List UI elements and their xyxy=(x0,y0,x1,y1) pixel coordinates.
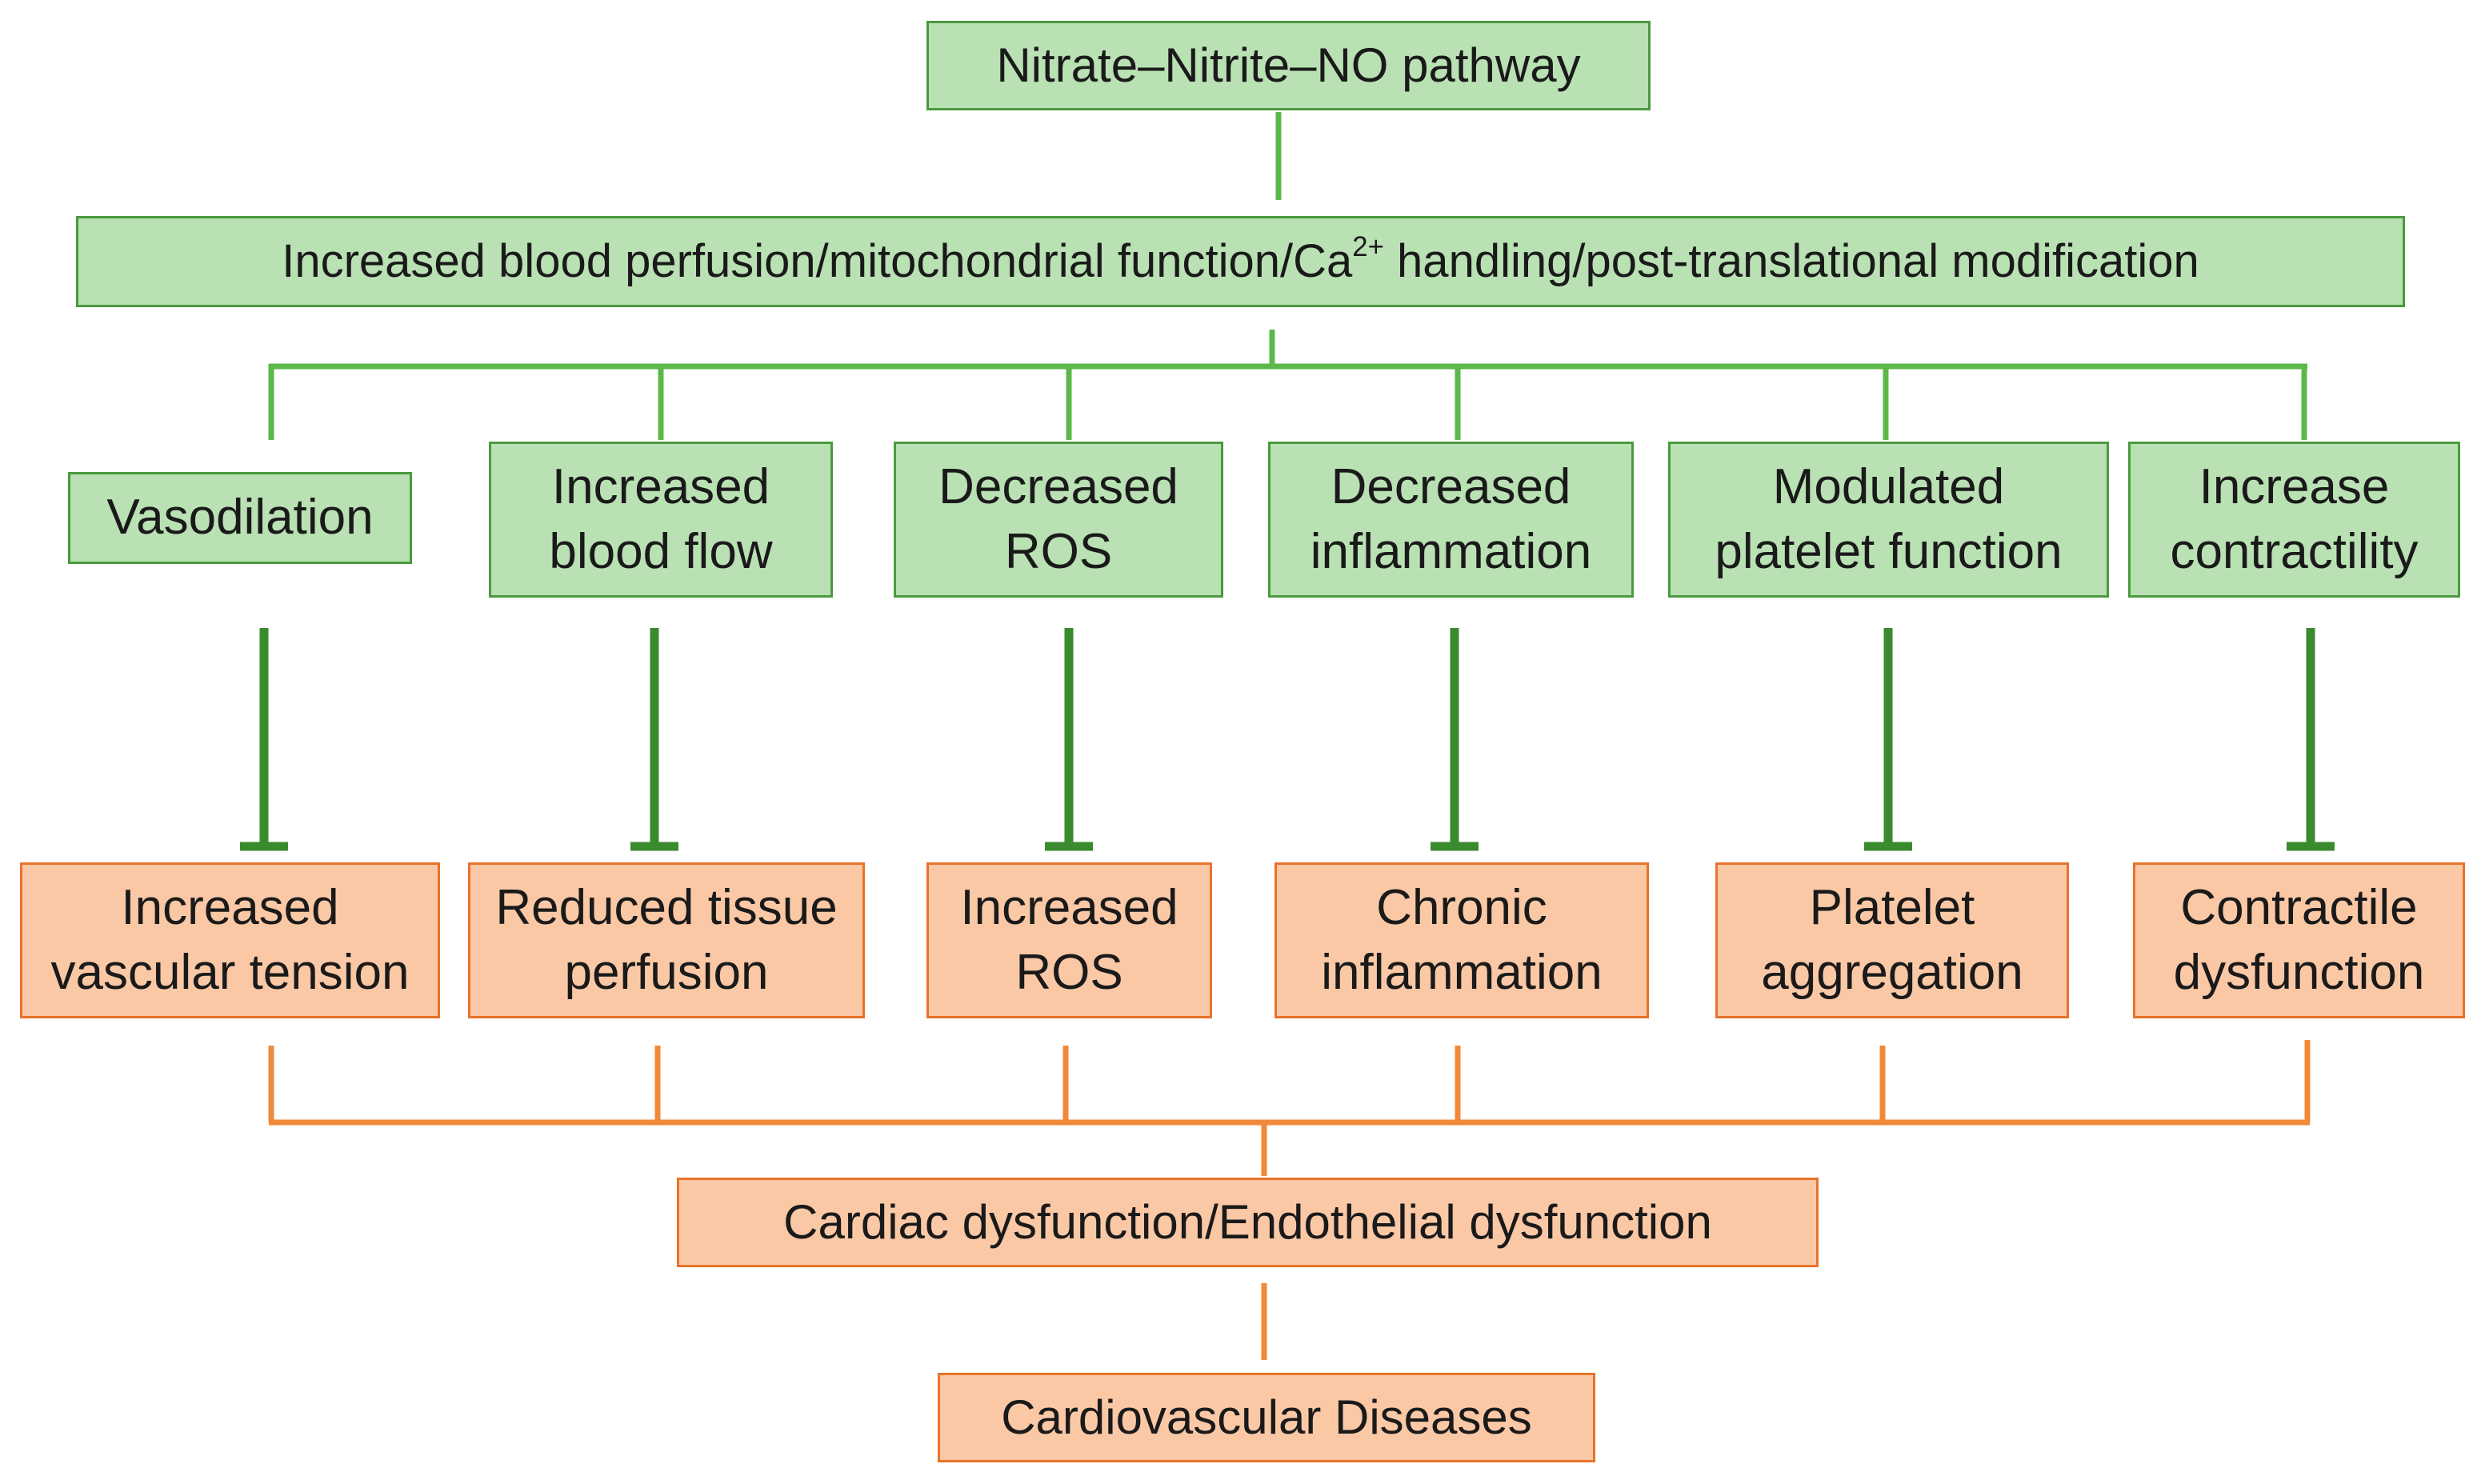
effect-label-line2: contractility xyxy=(2170,523,2419,579)
pathology-box-reduced-tissue-perfusion: Reduced tissue perfusion xyxy=(468,862,865,1018)
effect-label-line2: platelet function xyxy=(1715,523,2063,579)
pathology-box-platelet-aggregation: Platelet aggregation xyxy=(1715,862,2069,1018)
cardiac-endothelial-dysfunction-box: Cardiac dysfunction/Endothelial dysfunct… xyxy=(677,1178,1819,1267)
pathology-box-increased-ros: Increased ROS xyxy=(926,862,1212,1018)
effect-label-line1: Increase xyxy=(2199,458,2390,514)
mechanism-label: Increased blood perfusion/mitochondrial … xyxy=(282,231,2199,291)
pathology-label-line1: Contractile xyxy=(2180,879,2418,935)
effect-box-decreased-inflammation: Decreased inflammation xyxy=(1268,442,1634,598)
calcium-superscript: 2+ xyxy=(1352,231,1384,263)
green-branch-bus xyxy=(268,330,2307,440)
pathology-box-chronic-inflammation: Chronic inflammation xyxy=(1275,862,1649,1018)
effect-label-line2: ROS xyxy=(1004,523,1113,579)
orange-merge-bus xyxy=(268,1040,2311,1360)
dysfunction-label: Cardiac dysfunction/Endothelial dysfunct… xyxy=(783,1195,1712,1249)
effect-box-modulated-platelet-function: Modulated platelet function xyxy=(1668,442,2109,598)
pathology-label-line2: aggregation xyxy=(1761,944,2023,1000)
effect-label-line1: Increased xyxy=(551,458,770,514)
effect-label: Vasodilation xyxy=(106,490,374,546)
pathology-label-line2: dysfunction xyxy=(2173,944,2425,1000)
inhibition-arrows xyxy=(240,628,2335,851)
pathology-label-line1: Platelet xyxy=(1809,879,1975,935)
pathology-label-line2: ROS xyxy=(1015,944,1123,1000)
pathology-label-line1: Increased xyxy=(960,879,1178,935)
pathology-label-line2: perfusion xyxy=(564,944,769,1000)
effect-label-line1: Modulated xyxy=(1772,458,2005,514)
nitrate-nitrite-no-pathway-box: Nitrate–Nitrite–NO pathway xyxy=(926,21,1651,110)
pathology-box-contractile-dysfunction: Contractile dysfunction xyxy=(2133,862,2465,1018)
mechanism-label-prefix: Increased blood perfusion/mitochondrial … xyxy=(282,235,1353,288)
pathology-label-line2: inflammation xyxy=(1321,944,1603,1000)
effect-label-line1: Decreased xyxy=(1331,458,1571,514)
pathway-label: Nitrate–Nitrite–NO pathway xyxy=(996,38,1581,92)
outcome-label: Cardiovascular Diseases xyxy=(1001,1390,1532,1444)
pathology-box-increased-vascular-tension: Increased vascular tension xyxy=(20,862,440,1018)
effect-label-line2: inflammation xyxy=(1310,523,1592,579)
pathology-label-line1: Reduced tissue xyxy=(495,879,838,935)
effect-label-line2: blood flow xyxy=(549,523,773,579)
mechanism-label-suffix: handling/post-translational modification xyxy=(1383,235,2199,288)
pathology-label-line1: Increased xyxy=(121,879,339,935)
pathology-label-line2: vascular tension xyxy=(50,944,410,1000)
effect-label-line1: Decreased xyxy=(938,458,1178,514)
pathology-label-line1: Chronic xyxy=(1376,879,1547,935)
effect-box-vasodilation: Vasodilation xyxy=(68,472,412,564)
cardiovascular-diseases-box: Cardiovascular Diseases xyxy=(938,1373,1595,1462)
effect-box-increase-contractility: Increase contractility xyxy=(2128,442,2460,598)
effect-box-increased-blood-flow: Increased blood flow xyxy=(489,442,833,598)
effect-box-decreased-ros: Decreased ROS xyxy=(894,442,1223,598)
mechanism-box: Increased blood perfusion/mitochondrial … xyxy=(76,216,2405,307)
